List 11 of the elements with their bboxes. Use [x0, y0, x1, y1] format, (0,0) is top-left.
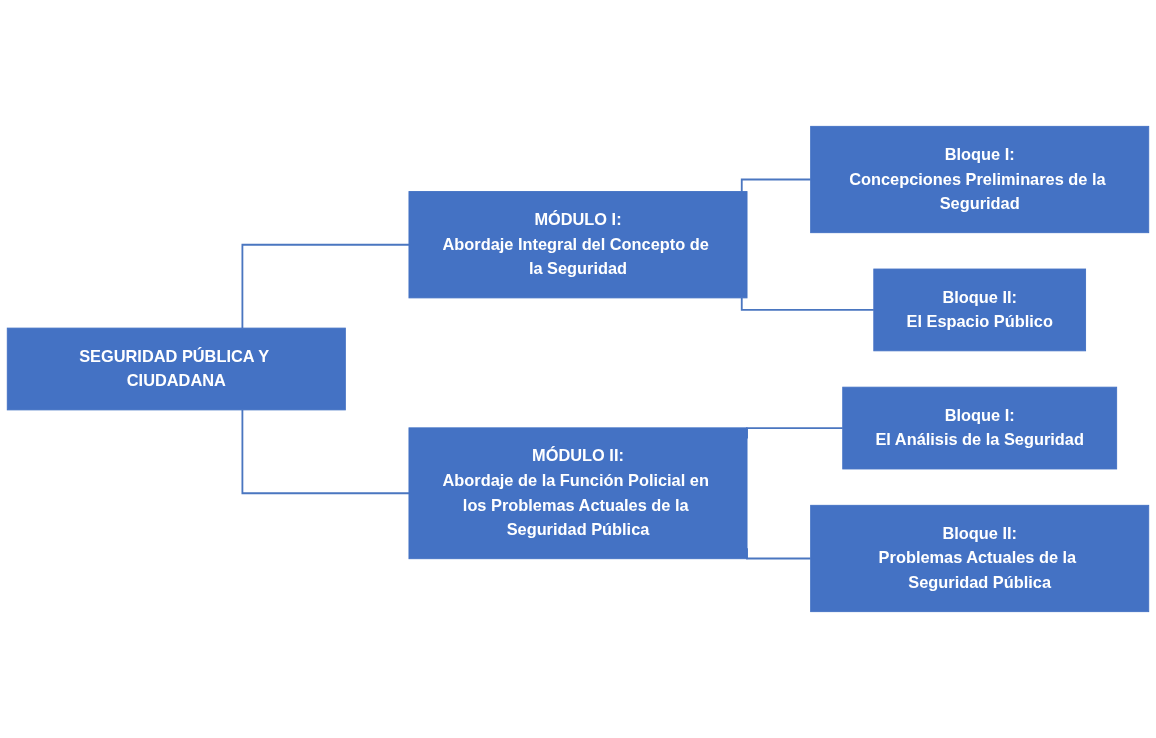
node-box: Bloque I: Concepciones Preliminares de la Seguridad: [810, 125, 1150, 234]
connector: [241, 243, 410, 329]
connector: [740, 296, 875, 311]
connector: [740, 178, 812, 193]
node-box: Bloque II: El Espacio Público: [873, 268, 1087, 352]
connector: [241, 409, 410, 495]
node-box: SEGURIDAD PÚBLICA Y CIUDADANA: [6, 327, 346, 411]
node-box: Bloque I: El Análisis de la Seguridad: [842, 386, 1118, 470]
node-box: MÓDULO I: Abordaje Integral del Concepto de la Seguridad: [408, 191, 748, 299]
node-box: Bloque II: Problemas Actuales de la Seguridad Pública: [810, 504, 1150, 613]
node-box: MÓDULO II: Abordaje de la Función Policial en los Problemas Actuales de la Seguridad Pública: [408, 427, 748, 560]
